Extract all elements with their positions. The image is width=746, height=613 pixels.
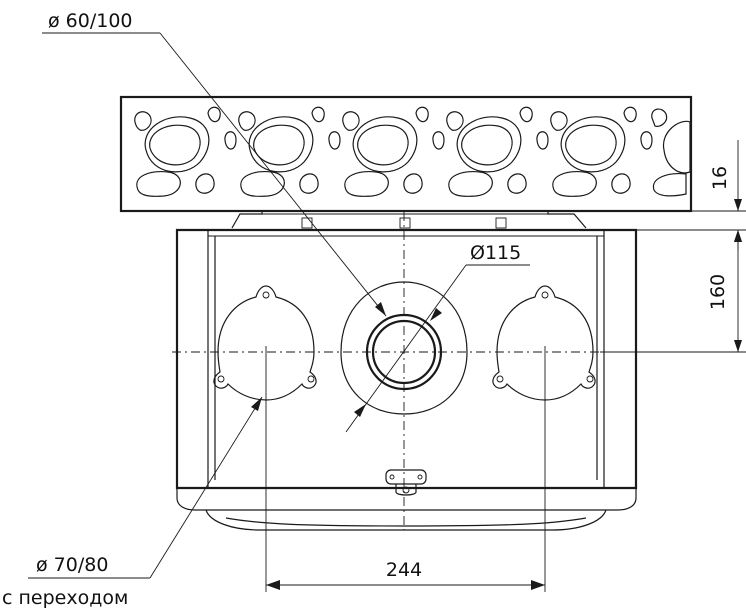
dimension-244: 244 bbox=[266, 559, 545, 590]
right-side-outlet bbox=[492, 285, 596, 401]
leader-side-pipe: ø 70/80 с переходом bbox=[2, 396, 263, 609]
center-lines bbox=[172, 212, 640, 592]
stove-body bbox=[175, 210, 638, 531]
label-side-pipe: ø 70/80 bbox=[36, 554, 108, 576]
leader-flue-coaxial: ø 60/100 bbox=[42, 10, 387, 317]
label-flue-diameter: Ø115 bbox=[470, 242, 521, 264]
dimension-16-label: 16 bbox=[709, 166, 731, 190]
dimension-16: 16 bbox=[636, 140, 746, 250]
decorative-stone-panel bbox=[119, 95, 693, 213]
dimension-160: 160 bbox=[600, 230, 746, 353]
label-side-pipe-note: с переходом bbox=[2, 587, 128, 609]
dimension-160-label: 160 bbox=[707, 274, 729, 310]
dimension-244-label: 244 bbox=[386, 559, 422, 581]
leader-flue-diameter: Ø115 bbox=[345, 242, 530, 433]
left-side-outlet bbox=[213, 285, 317, 401]
label-flue-coaxial: ø 60/100 bbox=[48, 10, 133, 32]
